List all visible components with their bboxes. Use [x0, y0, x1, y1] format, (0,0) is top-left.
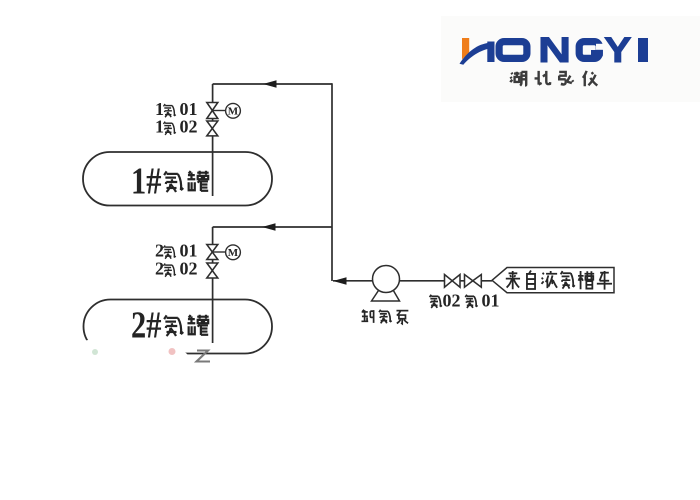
- svg-text:N: N: [538, 30, 571, 69]
- svg-text:2: 2: [155, 259, 164, 279]
- svg-text:01: 01: [482, 291, 500, 311]
- svg-text:M: M: [228, 247, 239, 259]
- svg-text:2#: 2#: [131, 304, 161, 346]
- svg-text:1: 1: [155, 99, 164, 119]
- svg-text:02: 02: [180, 117, 198, 137]
- svg-text:1#: 1#: [131, 160, 161, 202]
- svg-text:Y: Y: [604, 31, 632, 70]
- svg-text:02: 02: [180, 259, 198, 279]
- svg-text:1: 1: [155, 117, 164, 137]
- svg-text:01: 01: [180, 99, 198, 119]
- svg-text:01: 01: [180, 241, 198, 261]
- svg-text:M: M: [228, 106, 239, 118]
- svg-text:2: 2: [155, 241, 164, 261]
- svg-text:02: 02: [443, 291, 461, 311]
